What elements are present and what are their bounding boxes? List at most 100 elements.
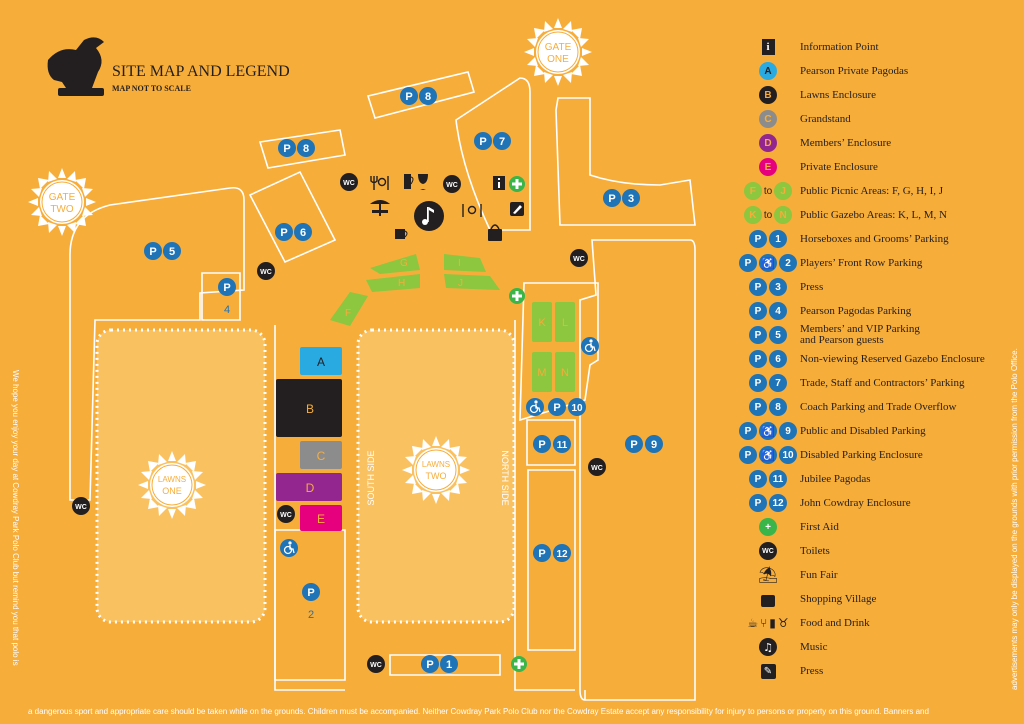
legend-label-line: Members’ Enclosure [800, 136, 892, 149]
legend-label: Coach Parking and Trade Overflow [800, 401, 956, 413]
parking-p-letter: P [307, 587, 314, 599]
picnic-area-g[interactable] [370, 254, 420, 274]
parking-p2[interactable]: P 2 [302, 583, 320, 621]
legend-label-line-2: and Pearson guests [800, 334, 884, 346]
legend-label-line: Pearson Private Pagodas [800, 64, 909, 77]
legend-icon-group [738, 588, 798, 610]
legend-label-line: Jubilee Pagodas [800, 472, 871, 485]
area-start-badge: K [743, 206, 762, 224]
picnic-area-i[interactable] [444, 254, 486, 272]
enclosure-e[interactable] [300, 505, 342, 531]
gazebo-area-n[interactable] [555, 352, 575, 392]
legend-icon-group: D [738, 132, 798, 154]
legend-label: Private Enclosure [800, 161, 878, 173]
parking-p12[interactable]: P 12 [533, 544, 571, 562]
legend-row: +First Aid [738, 516, 1018, 538]
parking-p-icon: P [749, 494, 767, 512]
toilet-icon [72, 497, 90, 515]
parking-p3[interactable]: P 3 [603, 189, 640, 207]
gate-two-label-2: TWO [50, 204, 74, 215]
legend-label: Grandstand [800, 113, 851, 125]
parking-number-badge: 3 [769, 278, 787, 296]
parking-p4[interactable]: P 4 [218, 278, 236, 316]
legend-label: Jubilee Pagodas [800, 472, 871, 485]
first-aid-icon [509, 176, 525, 192]
enclosure-d-label: D [306, 481, 315, 495]
left-vertical-notice: We hope you enjoy your day at Cowdray Pa… [11, 370, 20, 666]
legend-label-line: Pearson Pagodas Parking [800, 304, 912, 317]
disabled-markers [280, 337, 599, 557]
parking-number: 12 [556, 549, 568, 560]
legend-label: Public Gazebo Areas: K, L, M, N [800, 209, 947, 221]
legend-label: Shopping Village [800, 593, 876, 605]
gazebo-area-k[interactable] [532, 302, 552, 342]
area-start-badge: F [743, 182, 762, 200]
legend-label-line: Toilets [800, 544, 830, 557]
lawns-one-label-2: ONE [162, 486, 182, 496]
enclosure-b[interactable] [276, 379, 342, 437]
picnic-area-h[interactable] [366, 274, 420, 292]
parking-p9[interactable]: P 9 [625, 435, 663, 453]
parking-p-letter: P [608, 193, 615, 205]
gazebo-l-label: L [562, 317, 568, 329]
cutlery-icon: ⑂ [760, 616, 768, 630]
legend-label: Music [800, 641, 828, 653]
gazebo-area-m[interactable] [532, 352, 552, 392]
parking-number-badge: 9 [779, 422, 797, 440]
lawns-two-label-1: LAWNS [422, 460, 450, 469]
picnic-f-label: F [345, 308, 351, 319]
parking-p1[interactable]: P 1 [421, 655, 458, 673]
picnic-h-label: H [398, 278, 405, 289]
parking-p-icon: P [739, 446, 757, 464]
legend-label-line: Trade, Staff and Contractors’ Parking [800, 376, 965, 389]
toilet-icon [588, 458, 606, 476]
gazebo-k-label: K [538, 317, 546, 329]
picnic-area-j[interactable] [444, 274, 500, 290]
parking-p10[interactable]: P 10 [548, 398, 586, 416]
legend-row: Shopping Village [738, 588, 1018, 610]
parking-p-letter: P [223, 282, 230, 294]
parking-p11[interactable]: P 11 [533, 435, 571, 453]
enclosure-a[interactable] [300, 347, 342, 375]
picnic-area-f[interactable] [330, 292, 368, 326]
toilet-icon [277, 505, 295, 523]
legend-row: WC Toilets [738, 540, 1018, 562]
legend-label-line: Press [800, 664, 824, 677]
picnic-g-label: G [400, 258, 408, 269]
legend-label-line: Public and Disabled Parking [800, 424, 926, 437]
parking-p-letter: P [280, 227, 287, 239]
gazebo-area-l[interactable] [555, 302, 575, 342]
toilet-icon: WC [759, 542, 777, 560]
beer-icon: ▮ [769, 616, 776, 630]
gazebo-m-label: M [537, 367, 546, 379]
enclosure-d[interactable] [276, 473, 342, 501]
parking-number: 9 [651, 439, 657, 451]
to-word: to [763, 185, 773, 197]
parking-number-badge: 11 [769, 470, 787, 488]
parking-p-icon: P [749, 278, 767, 296]
parking-p5[interactable]: P 5 [144, 242, 181, 260]
enclosure-c[interactable] [300, 441, 342, 469]
parking-p8-left[interactable]: P 8 [278, 139, 315, 157]
legend-label: John Cowdray Enclosure [800, 497, 911, 509]
parking-p6[interactable]: P 6 [275, 223, 312, 241]
parking-p8-top[interactable]: P 8 [400, 87, 437, 105]
parking-p7[interactable]: P 7 [474, 132, 511, 150]
legend-label: Public and Disabled Parking [800, 424, 926, 437]
parking-p-letter: P [426, 659, 433, 671]
legend-label: Disabled Parking Enclosure [800, 449, 923, 461]
